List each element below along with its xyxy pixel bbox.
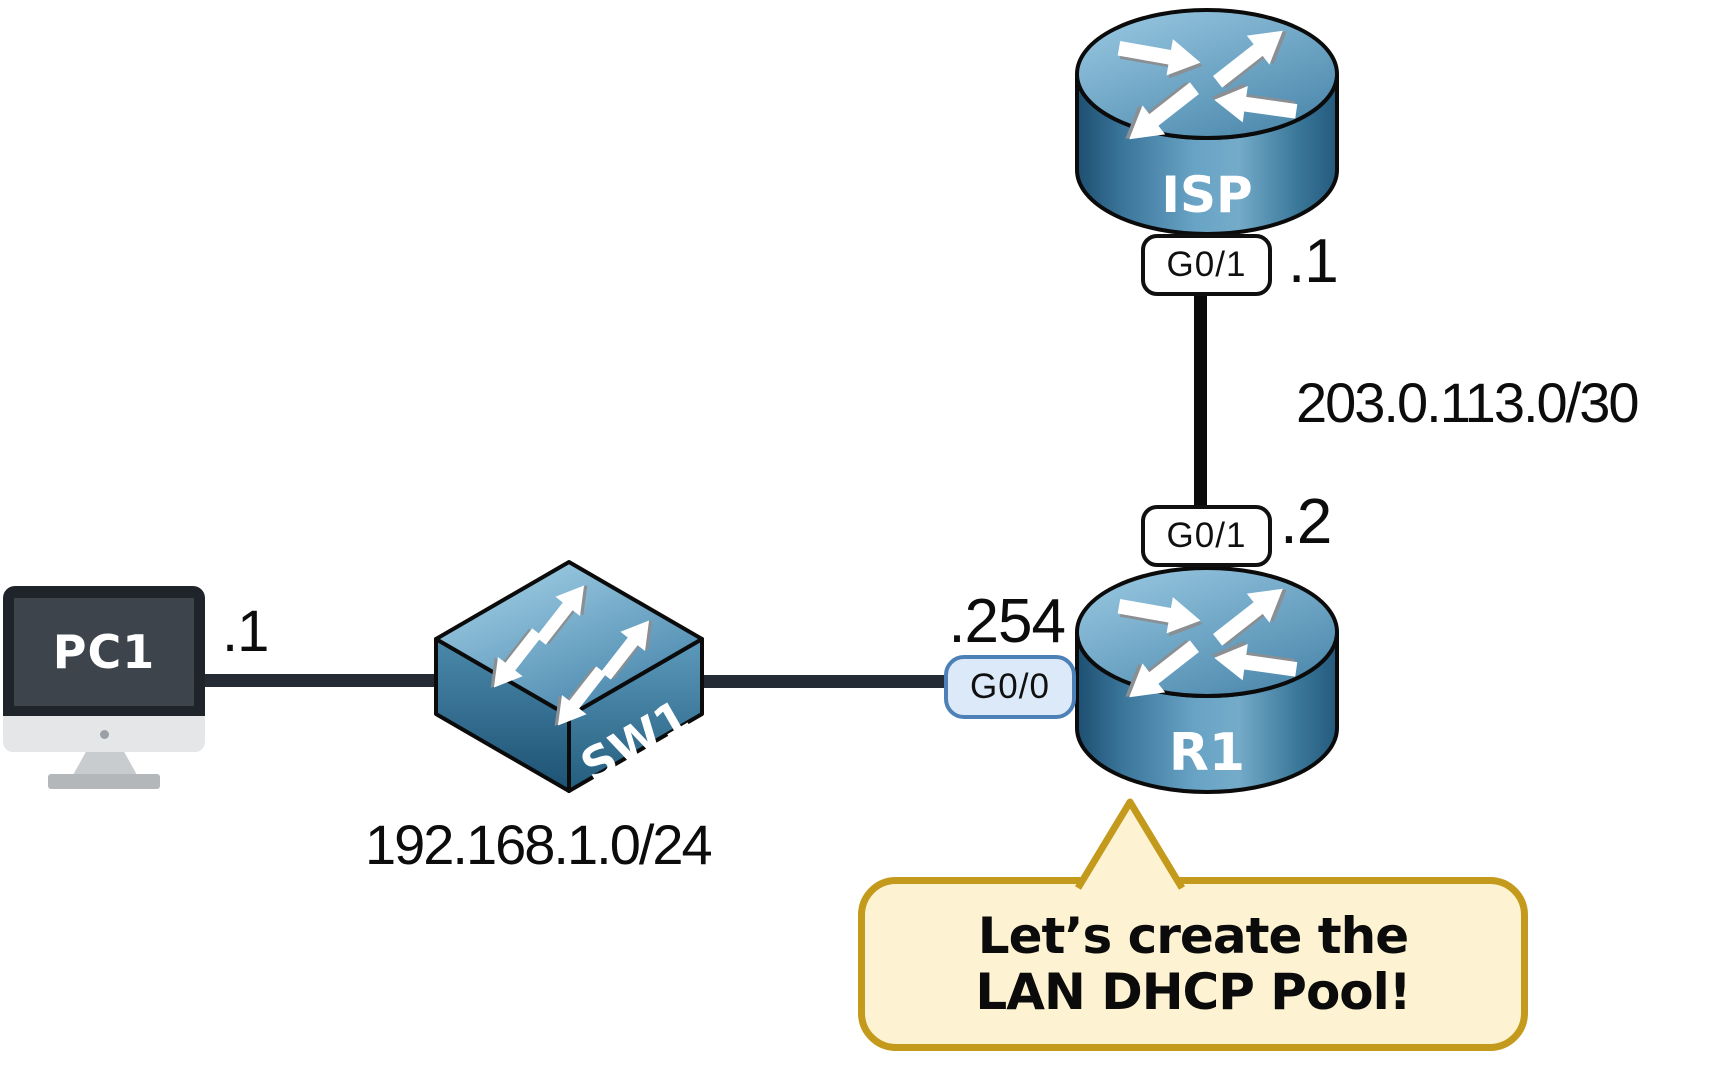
pc-monitor-screen: PC1 (14, 598, 194, 706)
r1-router-icon: R1 (1075, 566, 1339, 794)
pc-stand (73, 752, 137, 775)
r1-lan-ip-label: .254 (948, 587, 1066, 656)
router-top (1075, 566, 1339, 698)
isp-wan-ip-label: .1 (1288, 227, 1339, 296)
r1-label: R1 (1169, 723, 1245, 783)
router-top (1075, 8, 1339, 140)
pc1-computer-icon: PC1 (3, 586, 205, 792)
r1-lan-port-box: G0/0 (944, 655, 1076, 719)
link-pc1-sw1 (190, 674, 445, 687)
isp-wan-port-label: G0/1 (1166, 245, 1247, 284)
pc-base (48, 774, 160, 789)
sw1-switch-icon: SW1 (434, 560, 704, 794)
pc1-label: PC1 (52, 625, 156, 679)
isp-wan-port-box: G0/1 (1141, 234, 1272, 296)
isp-router-icon: ISP (1075, 8, 1339, 236)
r1-wan-port-box: G0/1 (1141, 505, 1272, 567)
pc1-ip-label: .1 (222, 599, 269, 664)
callout-text-line2: LAN DHCP Pool! (975, 963, 1411, 1021)
pc-camera-dot (100, 730, 109, 739)
isp-label: ISP (1161, 166, 1252, 224)
callout-bubble: Let’s create the LAN DHCP Pool! (858, 877, 1528, 1051)
r1-lan-port-label: G0/0 (970, 667, 1050, 706)
lan-subnet-label: 192.168.1.0/24 (365, 813, 713, 876)
r1-wan-port-label: G0/1 (1166, 516, 1247, 555)
callout-text-line1: Let’s create the (977, 906, 1409, 965)
link-r1-isp (1194, 218, 1207, 578)
wan-subnet-label: 203.0.113.0/30 (1296, 371, 1640, 434)
r1-wan-ip-label: .2 (1280, 485, 1332, 557)
callout-pointer (1075, 798, 1185, 890)
